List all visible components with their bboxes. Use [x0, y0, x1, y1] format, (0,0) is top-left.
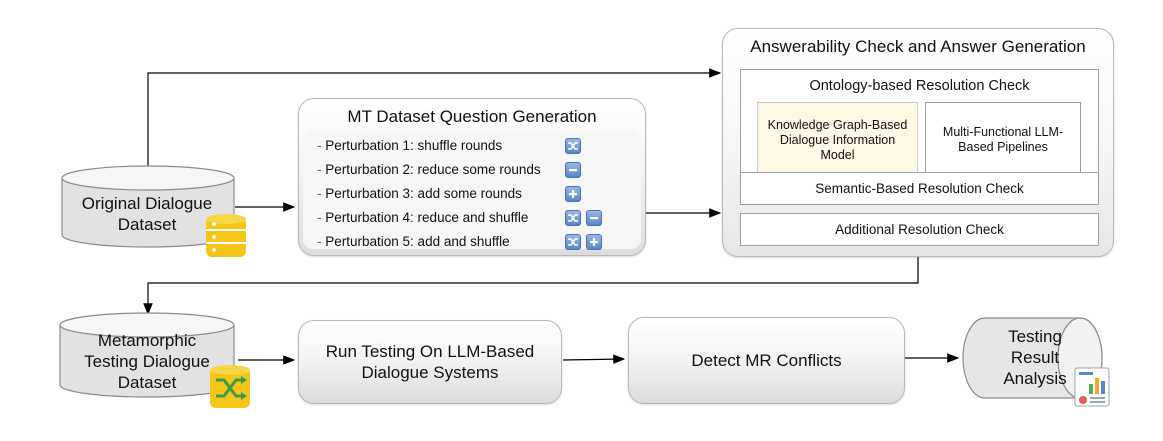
mt-generation-title: MT Dataset Question Generation	[347, 107, 597, 126]
answerability-title: Answerability Check and Answer Generatio…	[750, 37, 1086, 56]
shuffle-icon	[565, 138, 581, 154]
perturbation-3: - Perturbation 3: add some rounds	[317, 186, 522, 201]
metamorphic-dataset-label: Metamorphic Testing Dialogue Dataset	[84, 331, 210, 392]
additional-check-box: Additional Resolution Check	[740, 213, 1099, 246]
arrow-run-to-detect	[562, 354, 626, 364]
perturbation-1: - Perturbation 1: shuffle rounds	[317, 138, 503, 153]
original-dataset-label: Original Dialogue Dataset	[81, 194, 213, 234]
plus-icon	[586, 234, 602, 250]
database-shuffle-icon	[210, 365, 250, 408]
detect-conflicts-box: Detect MR Conflicts	[628, 317, 905, 404]
run-testing-box: Run Testing On LLM-Based Dialogue System…	[298, 320, 562, 404]
result-analysis-drum	[962, 317, 1103, 399]
perturbation-4: - Perturbation 4: reduce and shuffle	[317, 210, 529, 225]
arrow-answerability-to-metamorphic	[143, 256, 919, 316]
mt-generation-box: MT Dataset Question Generation - Perturb…	[298, 98, 646, 256]
plus-icon	[565, 186, 581, 202]
perturbation-panel	[303, 131, 641, 249]
report-chart-icon	[1074, 367, 1110, 407]
result-analysis-label: Testing Result Analysis	[1003, 327, 1067, 388]
shuffle-icon	[565, 210, 581, 226]
perturbation-3-label: Perturbation 3: add some rounds	[325, 186, 522, 201]
perturbation-5: - Perturbation 5: add and shuffle	[317, 234, 510, 249]
original-dataset-cylinder	[61, 165, 235, 248]
perturbation-5-label: Perturbation 5: add and shuffle	[325, 234, 510, 249]
shuffle-icon	[565, 234, 581, 250]
semantic-check-box: Semantic-Based Resolution Check	[740, 172, 1099, 205]
minus-icon	[586, 210, 602, 226]
database-icon	[206, 214, 246, 257]
ontology-check-label: Ontology-based Resolution Check	[809, 78, 1030, 94]
minus-icon	[565, 162, 581, 178]
perturbation-1-label: Perturbation 1: shuffle rounds	[325, 138, 503, 153]
knowledge-graph-box: Knowledge Graph-Based Dialogue Informati…	[757, 102, 918, 178]
perturbation-4-label: Perturbation 4: reduce and shuffle	[325, 210, 529, 225]
arrow-dataset-to-answerability	[147, 68, 722, 167]
perturbation-2-label: Perturbation 2: reduce some rounds	[325, 162, 541, 177]
perturbation-2: - Perturbation 2: reduce some rounds	[317, 162, 541, 177]
ontology-check-box: Ontology-based Resolution Check Knowledg…	[740, 69, 1099, 189]
metamorphic-dataset-cylinder	[59, 312, 235, 398]
answerability-box: Answerability Check and Answer Generatio…	[722, 28, 1114, 257]
multi-functional-box: Multi-Functional LLM-Based Pipelines	[925, 102, 1081, 178]
